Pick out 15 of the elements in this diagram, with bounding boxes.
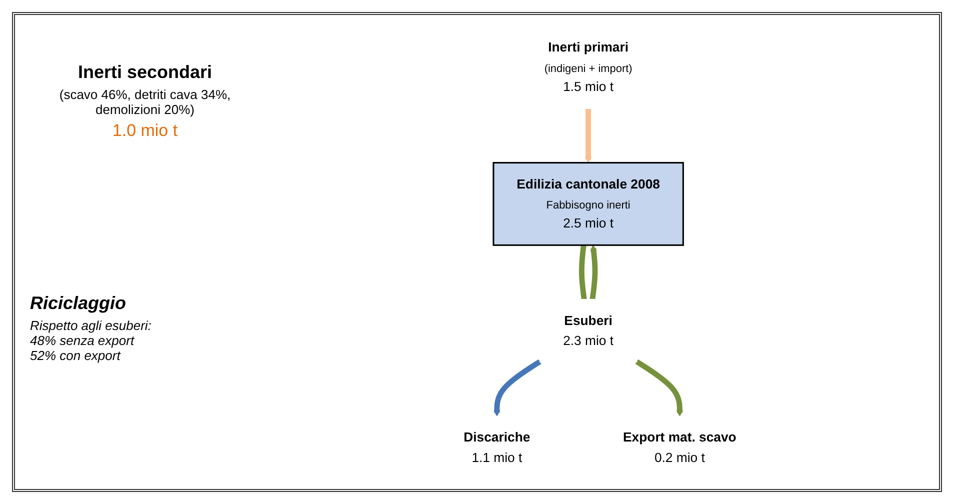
arrow [584, 108, 592, 164]
description-text: (scavo 46%, detriti cava 34%, demolizioni 20%) [58, 87, 232, 117]
connector [578, 244, 587, 300]
node-text: Export mat. scavo 0.2 mio t [623, 430, 736, 464]
heading-text: Riciclaggio [30, 293, 126, 314]
node-text: Discariche 1.1 mio t [464, 430, 530, 464]
node-text: Esuberi 2.3 mio t [563, 313, 614, 348]
arrow [590, 244, 598, 300]
node-box: Edilizia cantonale 2008 Fabbisogno inerti 2.5 mio t [492, 162, 684, 246]
quantity-text: 1.0 mio t [112, 121, 178, 141]
note-text: Rispetto agli esuberi: 48% senza export 52% con export [30, 318, 152, 363]
arrow [494, 359, 542, 416]
heading-text: Inerti secondari [78, 62, 212, 83]
node-text: Inerti primari (indigeni + import) 1.5 mio t [544, 40, 632, 94]
arrow [635, 359, 684, 416]
